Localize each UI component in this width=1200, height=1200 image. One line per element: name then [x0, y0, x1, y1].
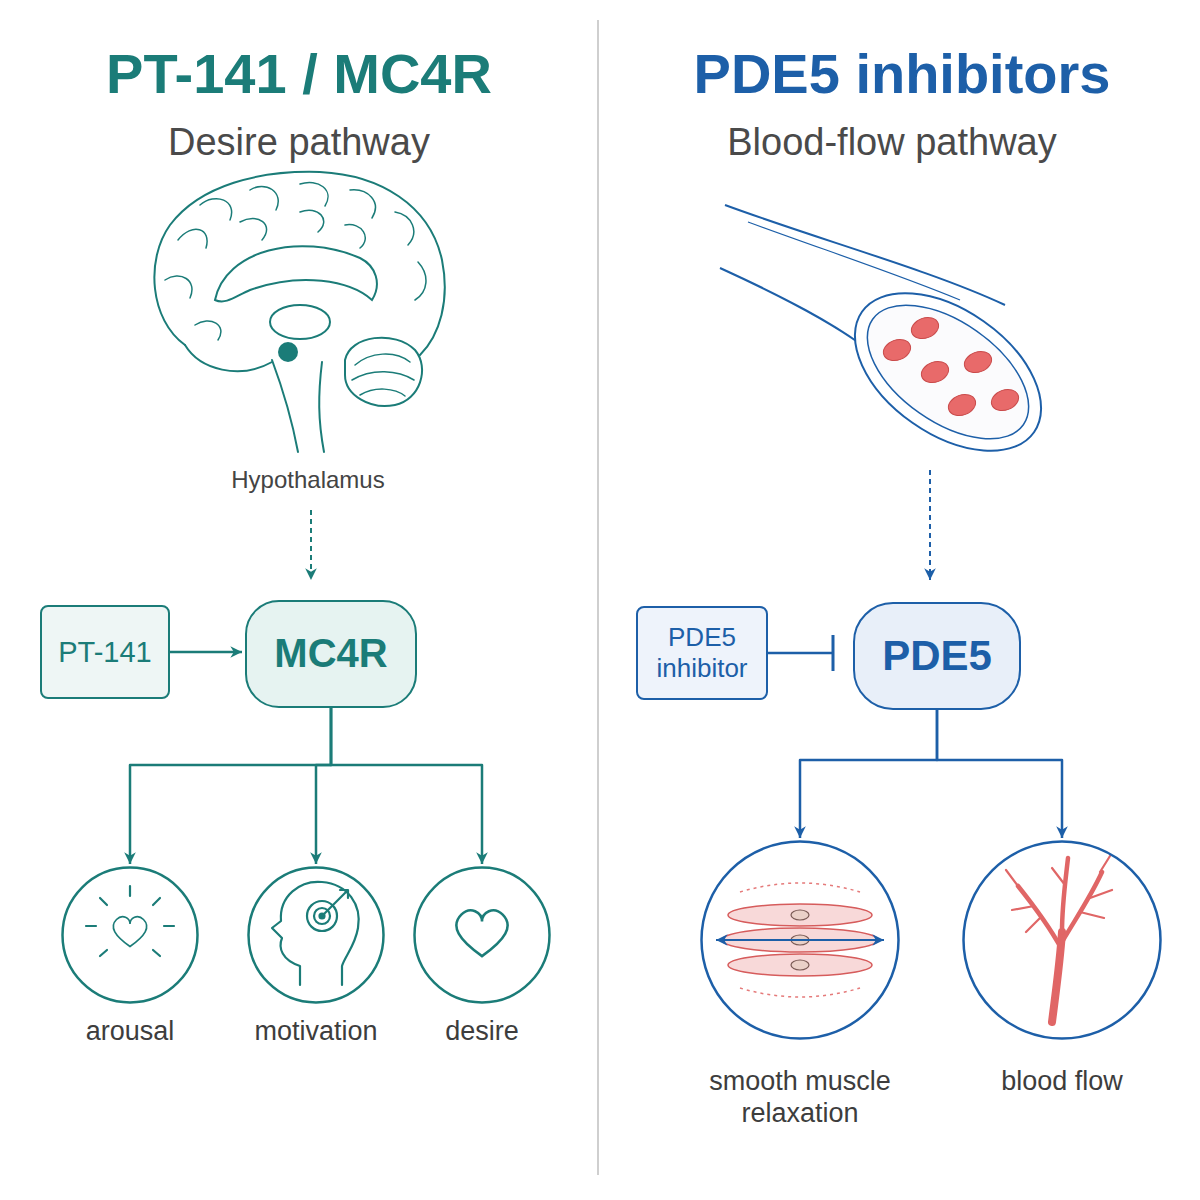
box-label: PDE5	[882, 631, 992, 681]
brain-gyri	[165, 182, 426, 340]
circle-border	[415, 868, 550, 1003]
connector-arrow	[800, 710, 937, 838]
dashed-arrow	[929, 470, 931, 580]
cell-nucleus	[791, 910, 809, 920]
inhibitor-box: PDE5 inhibitor	[636, 606, 768, 700]
muscle-cell	[728, 904, 872, 926]
inhibition-connector	[768, 652, 833, 655]
effect-label: motivation	[206, 1016, 426, 1048]
column-subheading: Desire pathway	[0, 120, 598, 166]
connector-arrow	[170, 651, 242, 654]
brainstem	[272, 360, 324, 452]
effect-label: arousal	[20, 1016, 240, 1048]
temporal-lobe	[185, 345, 272, 371]
circle-border	[964, 842, 1161, 1039]
red-blood-cell	[988, 386, 1021, 414]
vessel-wall	[720, 268, 862, 345]
receptor-box: MC4R	[245, 600, 417, 708]
connector-arrow	[316, 708, 331, 864]
red-blood-cell	[961, 348, 994, 376]
cell-nucleus	[791, 960, 809, 970]
cerebellum-folds	[352, 354, 414, 396]
box-label: MC4R	[274, 630, 387, 677]
red-blood-cell	[880, 336, 913, 364]
vessel-twig	[1006, 856, 1112, 932]
glow-rays	[86, 886, 174, 956]
red-blood-cells	[880, 314, 1021, 419]
column-divider	[597, 20, 599, 1175]
column-subheading: Blood-flow pathway	[590, 120, 1194, 166]
effect-circle: motivation	[247, 866, 385, 1004]
dashed-arrow	[310, 510, 312, 580]
circle-outline	[61, 866, 199, 1004]
head-profile	[272, 882, 359, 985]
circle-outline	[413, 866, 551, 1004]
circle-outline	[962, 840, 1162, 1040]
connector-arrow	[130, 708, 331, 864]
brain-illustration	[154, 172, 444, 452]
effect-circle: blood flow	[962, 840, 1162, 1040]
red-blood-cell	[945, 391, 978, 419]
heart-symbol	[113, 917, 146, 947]
muscle-cell	[728, 954, 872, 976]
box-label: PT-141	[58, 635, 152, 669]
relaxation-arrow	[716, 939, 884, 941]
motivation-icon	[272, 882, 359, 985]
vessel-cross-section	[826, 261, 1069, 483]
hypothalamus-dot	[278, 342, 298, 362]
agonist-box: PT-141	[40, 605, 170, 699]
blood-flow-icon	[1006, 856, 1112, 1022]
red-blood-cell	[908, 314, 941, 342]
vessel-wall	[748, 222, 960, 300]
effect-label: smooth muscle relaxation	[685, 1066, 915, 1130]
column-heading: PDE5 inhibitors	[600, 40, 1200, 107]
effect-circle: desire	[413, 866, 551, 1004]
dart-symbol	[322, 890, 348, 916]
vessel-lumen	[844, 278, 1052, 465]
effect-label: blood flow	[947, 1066, 1177, 1098]
blood-vessel-illustration	[720, 205, 1070, 483]
smooth-muscle-icon	[716, 883, 884, 997]
circle-outline	[700, 840, 900, 1040]
connector-arrow	[937, 710, 1062, 838]
circle-border	[63, 868, 198, 1003]
heart-symbol	[456, 910, 507, 956]
region-label: Hypothalamus	[158, 466, 458, 495]
box-label: PDE5 inhibitor	[642, 622, 762, 683]
desire-icon	[456, 910, 507, 956]
thalamus	[270, 305, 330, 339]
enzyme-box: PDE5	[853, 602, 1021, 710]
corpus-callosum	[215, 246, 377, 301]
connector-arrow	[331, 708, 482, 864]
circle-border	[249, 868, 384, 1003]
red-blood-cell	[918, 358, 951, 386]
arousal-icon	[86, 886, 174, 956]
effect-circle: smooth muscle relaxation	[700, 840, 900, 1040]
column-heading: PT-141 / MC4R	[0, 40, 598, 107]
circle-border	[702, 842, 899, 1039]
brain-outline	[154, 172, 444, 355]
effect-circle: arousal	[61, 866, 199, 1004]
effect-label: desire	[372, 1016, 592, 1048]
cerebellum	[345, 338, 422, 406]
circle-outline	[247, 866, 385, 1004]
vessel-branch	[1018, 858, 1102, 948]
